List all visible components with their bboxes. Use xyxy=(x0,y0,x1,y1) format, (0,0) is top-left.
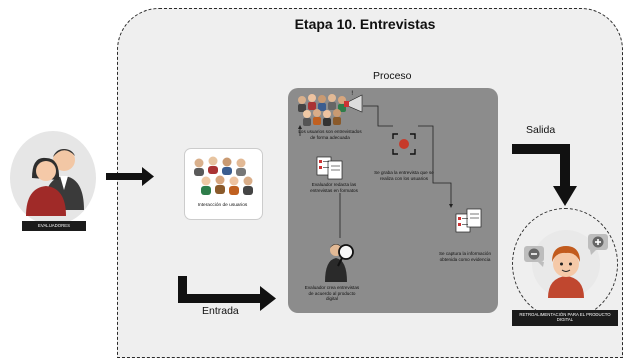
salida-label: Salida xyxy=(526,124,556,136)
users-group-icon xyxy=(194,156,253,195)
writes-formats-label: Evaluador redacta las entrevistas en for… xyxy=(310,182,358,193)
entrada-arrow xyxy=(178,276,276,311)
feedback-label: RETROALIMENTACIÓN PARA EL PRODUCTO DIGIT… xyxy=(512,310,618,326)
stage-title: Etapa 10. Entrevistas xyxy=(294,16,436,32)
entrada-label: Entrada xyxy=(202,305,239,317)
process-panel xyxy=(288,88,498,313)
proceso-label: Proceso xyxy=(373,70,412,82)
evaluator-magnifier-icon xyxy=(325,244,354,282)
feedback-avatar-icon xyxy=(524,230,608,298)
evaluators-icon xyxy=(26,149,84,216)
process-connectors xyxy=(298,105,453,238)
creates-interviews-label: Evaluador crea entrevistas de acuerdo al… xyxy=(304,285,360,302)
salida-arrow xyxy=(512,144,577,206)
recording-label: Se graba la entrevista que se realiza co… xyxy=(374,170,434,181)
capture-evidence-label: Se captura la información obtenida como … xyxy=(438,251,492,262)
interaction-label: Interacción de usuarios xyxy=(197,203,248,208)
evaluators-label: EVALUADORES xyxy=(22,221,86,231)
users-interviewed-label: Los usuarios son entrevistados de forma … xyxy=(298,129,362,140)
crowd-megaphone-icon: ! xyxy=(298,90,363,126)
record-camera-icon xyxy=(392,133,416,155)
svg-text:!: ! xyxy=(351,90,353,97)
evidence-forms-icon xyxy=(455,208,482,233)
forms-icon xyxy=(316,156,343,180)
arrow-to-interaction xyxy=(106,167,154,186)
